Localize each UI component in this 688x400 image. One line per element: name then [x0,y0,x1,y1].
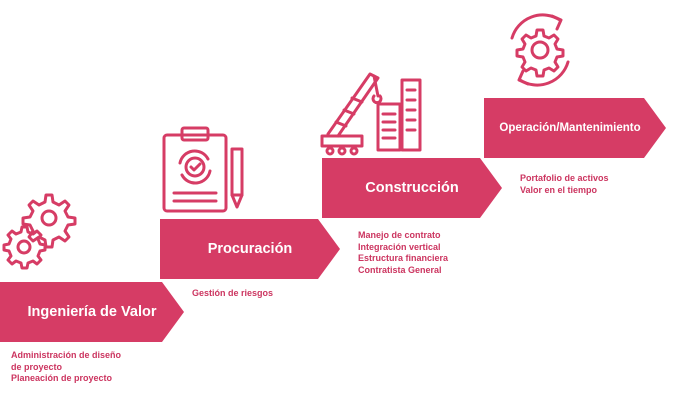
detail-item: Manejo de contrato [358,230,441,240]
detail-item: Integración vertical [358,241,441,252]
gear-cycle-icon [510,13,570,87]
stage-details-construccion: Manejo de contrato Integración vertical … [358,230,448,276]
detail-item: Estructura financiera [358,253,449,263]
stage-label: Ingeniería de Valor [27,304,157,320]
crane-buildings-icon [320,72,422,156]
detail-item: Portafolio de activos [520,173,609,183]
detail-item: Planeación de proyecto [11,373,113,383]
stage-operacion-mantenimiento: Operación/Mantenimiento [484,98,666,158]
clipboard-pencil-icon [162,126,244,213]
stage-details-operacion: Portafolio de activos Valor en el tiempo [520,173,609,196]
stage-label: Operación/Mantenimiento [499,122,641,134]
stage-procuracion: Procuración [160,219,340,279]
stage-details-ingenieria: Administración de diseño de proyecto Pla… [11,350,121,385]
stage-label: Construcción [365,180,459,196]
stage-details-procuracion: Gestión de riesgos [192,288,273,300]
detail-item: de proyecto [11,361,63,372]
detail-item: Administración de diseño [11,350,122,360]
gears-icon [2,193,77,270]
detail-item: Contratista General [358,264,442,275]
stage-label: Procuración [207,241,293,257]
stage-construccion: Construcción [322,158,502,218]
detail-item: Gestión de riesgos [192,288,274,298]
detail-item: Valor en el tiempo [520,184,598,195]
stage-ingenieria-de-valor: Ingeniería de Valor [0,282,184,342]
